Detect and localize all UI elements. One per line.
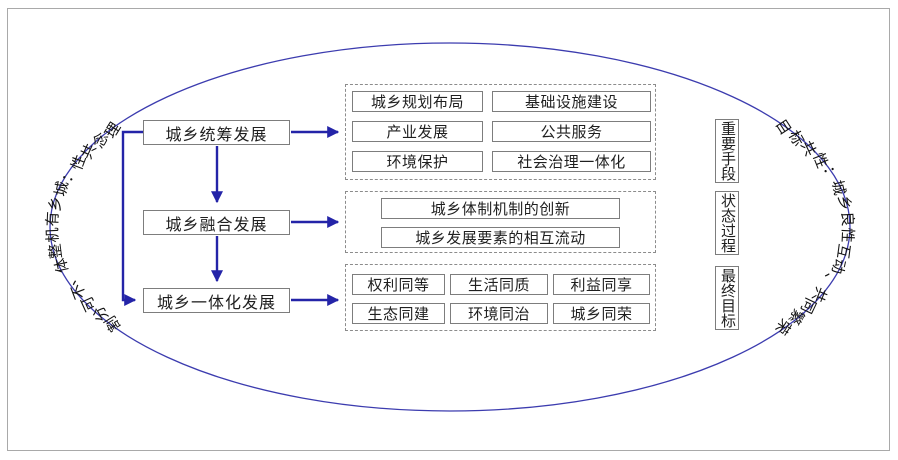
group-item: 城乡规划布局	[352, 91, 483, 112]
flow-box-coordinated-development: 城乡统筹发展	[143, 120, 290, 145]
group-item: 生态同建	[352, 303, 445, 324]
group-item: 产业发展	[352, 121, 483, 142]
group-item: 城乡同荣	[553, 303, 650, 324]
group-integration-process: 城乡体制机制的创新 城乡发展要素的相互流动	[345, 191, 656, 253]
group-item: 环境保护	[352, 151, 483, 172]
flow-box-unified-development: 城乡一体化发展	[143, 288, 290, 313]
stage-box-important-means: 重要手段	[715, 119, 739, 183]
figure-border	[7, 8, 890, 451]
group-item: 城乡发展要素的相互流动	[381, 227, 620, 248]
group-item: 权利同等	[352, 274, 445, 295]
group-item: 城乡体制机制的创新	[381, 198, 620, 219]
group-item: 社会治理一体化	[492, 151, 651, 172]
flow-box-integrated-development: 城乡融合发展	[143, 210, 290, 235]
group-item: 利益同享	[553, 274, 650, 295]
group-coordinated-measures: 城乡规划布局 基础设施建设 产业发展 公共服务 环境保护 社会治理一体化	[345, 84, 656, 180]
group-item: 生活同质	[450, 274, 548, 295]
group-item: 基础设施建设	[492, 91, 651, 112]
group-item: 公共服务	[492, 121, 651, 142]
group-unification-goals: 权利同等 生活同质 利益同享 生态同建 环境同治 城乡同荣	[345, 264, 656, 331]
stage-box-final-goal: 最终目标	[715, 266, 739, 330]
group-item: 环境同治	[450, 303, 548, 324]
stage-box-state-process: 状态过程	[715, 191, 739, 255]
